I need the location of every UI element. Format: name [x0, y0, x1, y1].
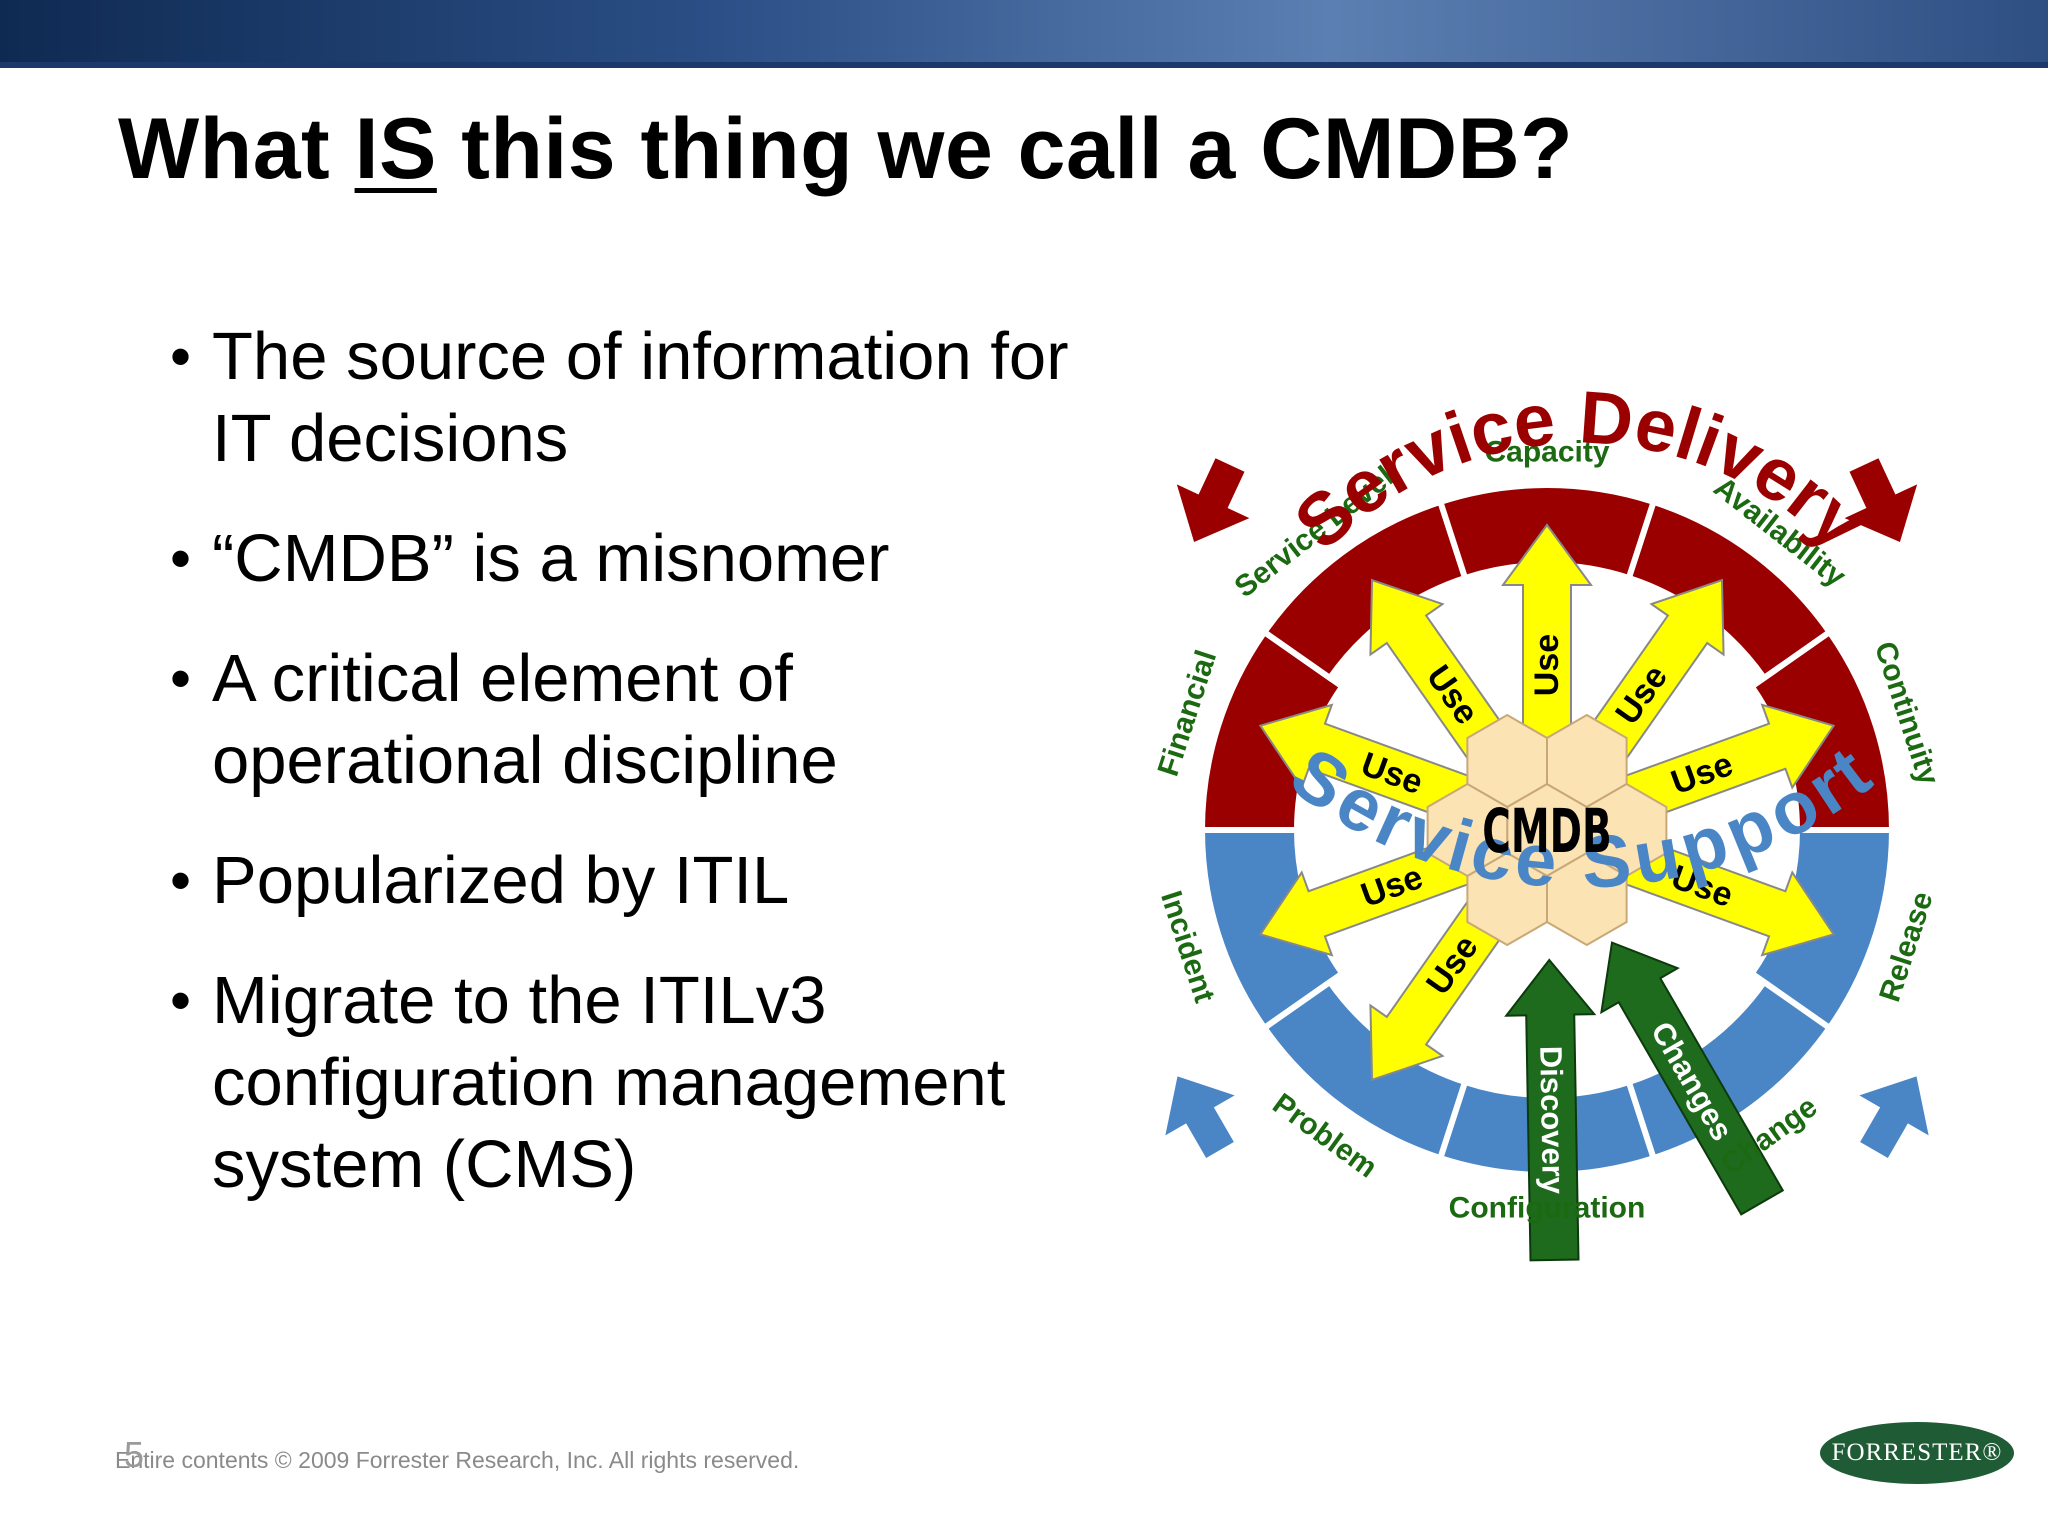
bullet-list: The source of information for IT decisio… — [170, 316, 1110, 1244]
discovery-arrow-label: Discovery — [1533, 1046, 1571, 1196]
cmdb-label: CMDB — [1482, 796, 1612, 867]
title-part-3: this thing we call a CMDB? — [436, 101, 1574, 197]
bullet-item: Migrate to the ITILv3 configuration mana… — [170, 960, 1110, 1206]
bullet-item: A critical element of operational discip… — [170, 638, 1110, 802]
cycle-arrows — [1165, 458, 1929, 1158]
support-arrow-right — [1859, 1076, 1929, 1158]
process-label: Capacity — [1484, 436, 1609, 469]
cmdb-hexagons — [1426, 713, 1668, 947]
bullet-item: “CMDB” is a misnomer — [170, 518, 1110, 600]
title-emphasis: IS — [354, 101, 437, 197]
page-number: 5 — [124, 1434, 145, 1475]
use-arrow-label: Use — [1528, 634, 1566, 696]
delivery-arrow-left — [1176, 458, 1250, 543]
top-banner — [0, 0, 2048, 68]
delivery-arrow-right — [1844, 458, 1918, 543]
title-part-1: What — [118, 101, 355, 197]
process-label: Configuration — [1449, 1192, 1646, 1225]
slide-title: What IS this thing we call a CMDB? — [118, 100, 1573, 199]
logo-text: FORRESTER® — [1831, 1439, 2003, 1466]
bullet-item: The source of information for IT decisio… — [170, 316, 1110, 480]
copyright-notice: Entire contents © 2009 Forrester Researc… — [115, 1447, 800, 1473]
forrester-logo: FORRESTER® — [1820, 1422, 2014, 1484]
cmdb-hexagon — [1546, 851, 1628, 947]
bullet-item: Popularized by ITIL — [170, 840, 1110, 922]
support-arrow-left — [1165, 1076, 1235, 1158]
discovery-arrow: Discovery — [1504, 958, 1597, 1262]
